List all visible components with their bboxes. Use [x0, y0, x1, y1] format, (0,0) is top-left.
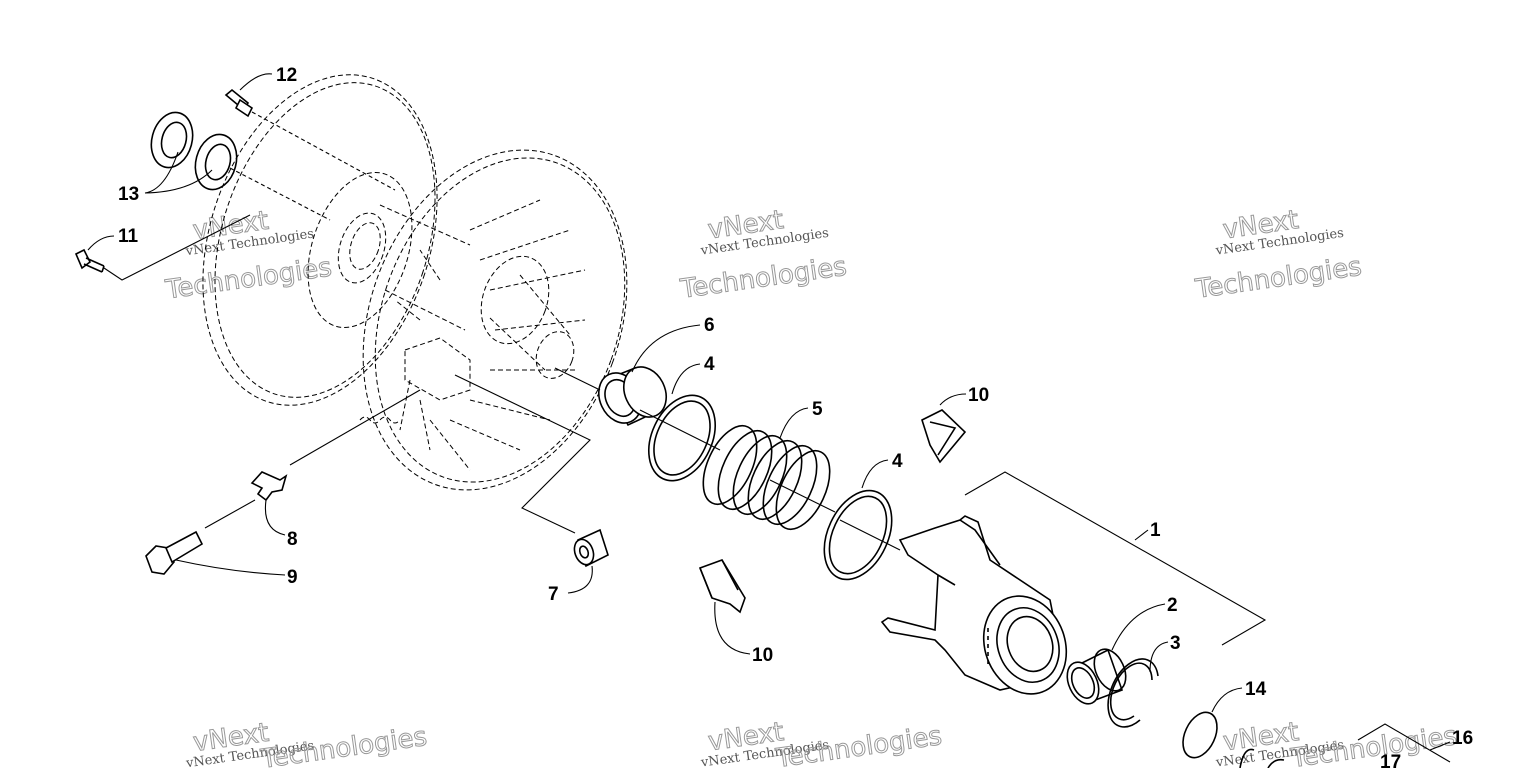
leader-7 — [567, 565, 593, 594]
watermark-word: Technologies — [258, 722, 429, 768]
watermark-3: vNext vNext Technologies Technologies — [1192, 205, 1364, 306]
watermark-word: Technologies — [678, 252, 849, 305]
callout-13: 13 — [118, 184, 139, 205]
callout-14: 14 — [1245, 679, 1267, 700]
part-7-roller — [454, 374, 609, 568]
callout-4b: 4 — [892, 451, 903, 472]
part-3-snap-ring — [1107, 658, 1159, 728]
callout-2: 2 — [1167, 595, 1178, 616]
leader-16 — [1429, 741, 1451, 751]
part-8-clip — [250, 389, 421, 502]
part-4-washer-a — [639, 394, 721, 482]
leader-9 — [175, 559, 286, 576]
callout-4a: 4 — [704, 354, 715, 375]
part-4-washer-b — [823, 489, 901, 581]
callout-7: 7 — [548, 584, 559, 605]
callout-1: 1 — [1150, 520, 1161, 541]
leader-10a — [939, 393, 967, 406]
callout-17: 17 — [1380, 752, 1401, 768]
callout-5: 5 — [812, 399, 823, 420]
leader-12 — [239, 73, 273, 91]
watermark-5: vNext vNext Technologies Technologies — [699, 717, 944, 768]
part-9-hex-bolt — [145, 499, 256, 575]
part-10-button-lower — [698, 559, 746, 614]
leader-4b — [861, 459, 889, 489]
callout-11: 11 — [118, 226, 139, 247]
callout-12: 12 — [276, 65, 297, 86]
callout-8: 8 — [287, 529, 298, 550]
watermark-word: Technologies — [163, 252, 334, 305]
callout-10a: 10 — [968, 385, 989, 406]
watermark-1: vNext vNext Technologies Technologies — [163, 205, 335, 306]
callout-9: 9 — [287, 567, 298, 588]
callout-3: 3 — [1170, 633, 1181, 654]
part-6-bushing — [554, 366, 667, 427]
leader-13 — [144, 151, 213, 194]
part-11-bolt — [74, 214, 251, 281]
callout-10b: 10 — [752, 645, 773, 666]
leader-2 — [1111, 603, 1166, 651]
leader-11 — [87, 235, 115, 251]
leader-3 — [1149, 641, 1169, 673]
leader-5 — [779, 407, 809, 439]
sheave-assembly-dashed — [202, 74, 628, 491]
part-1-cam-assembly — [880, 471, 1267, 695]
part-10-button-upper — [921, 409, 967, 464]
leader-6 — [631, 324, 701, 373]
leader-1 — [1134, 529, 1149, 541]
watermark-4: vNext vNext Technologies Technologies — [184, 717, 429, 768]
callout-16: 16 — [1452, 728, 1473, 749]
part-13-washers — [150, 111, 331, 221]
part-16-17-partial — [1239, 723, 1451, 768]
part-2-bushing — [1066, 648, 1127, 705]
watermark-word: Technologies — [773, 721, 944, 768]
leader-8 — [264, 499, 286, 536]
part-14-o-ring — [1182, 711, 1218, 759]
watermark-word: Technologies — [1193, 252, 1364, 305]
watermark-6: vNext vNext Technologies Technologies — [1214, 717, 1459, 768]
callout-6: 6 — [704, 315, 715, 336]
leader-10b — [714, 601, 751, 655]
part-5-spring — [702, 425, 836, 530]
watermark-word: Technologies — [1288, 721, 1459, 768]
leader-14 — [1211, 687, 1243, 713]
part-12-screw — [224, 88, 396, 191]
watermark-2: vNext vNext Technologies Technologies — [677, 205, 849, 306]
leader-4a — [671, 363, 701, 395]
